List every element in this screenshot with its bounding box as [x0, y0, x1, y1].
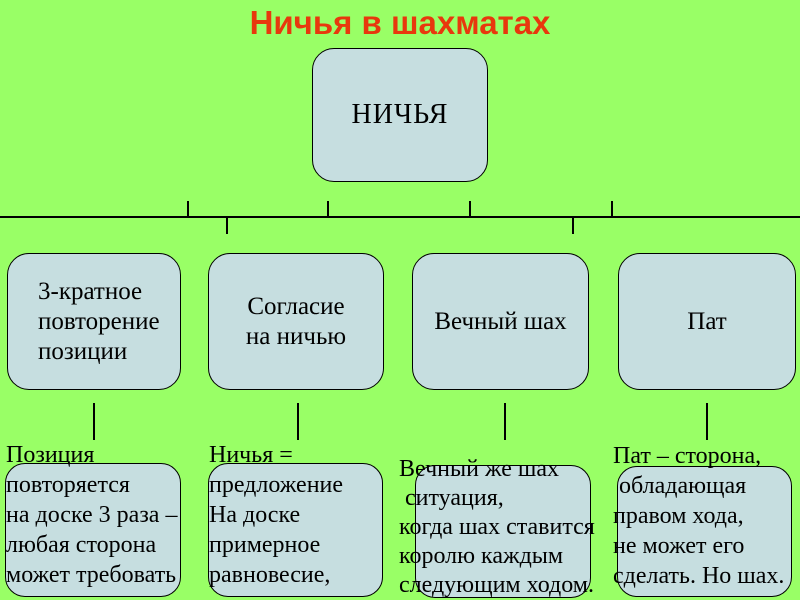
note-text-perpetual-check: Вечный же шах ситуация, когда шах ставит…: [399, 456, 595, 598]
connector-stub-top-1: [187, 201, 189, 216]
connector-branch-line-2: [297, 403, 299, 440]
note-text-stalemate: Пат – сторона, обладающая правом хода, н…: [613, 443, 785, 589]
note-text-threefold-repetition: Позиция повторяется на доске 3 раза – лю…: [6, 442, 178, 588]
note-box-threefold-repetition: [5, 463, 181, 597]
note-text-agreement: Ничья = предложение На доске примерное р…: [209, 442, 344, 588]
connector-stub-top-2: [327, 201, 329, 216]
connector-stub-top-3: [469, 201, 471, 216]
connector-stub-bottom-1: [226, 218, 228, 234]
category-box-stalemate: Пат: [618, 253, 796, 390]
root-box-label: НИЧЬЯ: [351, 99, 449, 130]
note-box-stalemate: [617, 466, 792, 597]
connector-stub-bottom-2: [572, 218, 574, 234]
note-box-agreement: [208, 463, 383, 597]
connector-stub-top-4: [611, 201, 613, 216]
slide-title: Ничья в шахматах: [249, 4, 551, 41]
category-box-perpetual-check: Вечный шах: [412, 253, 589, 390]
category-box-agreement: Согласие на ничью: [208, 253, 384, 390]
category-box-threefold-repetition: 3-кратное повторение позиции: [7, 253, 181, 390]
note-box-perpetual-check: [415, 465, 591, 598]
connector-branch-line-1: [93, 403, 95, 440]
connector-horizontal-line: [0, 216, 800, 218]
connector-branch-line-4: [706, 403, 708, 440]
root-box-draw: НИЧЬЯ: [312, 48, 488, 182]
connector-branch-line-3: [504, 403, 506, 440]
